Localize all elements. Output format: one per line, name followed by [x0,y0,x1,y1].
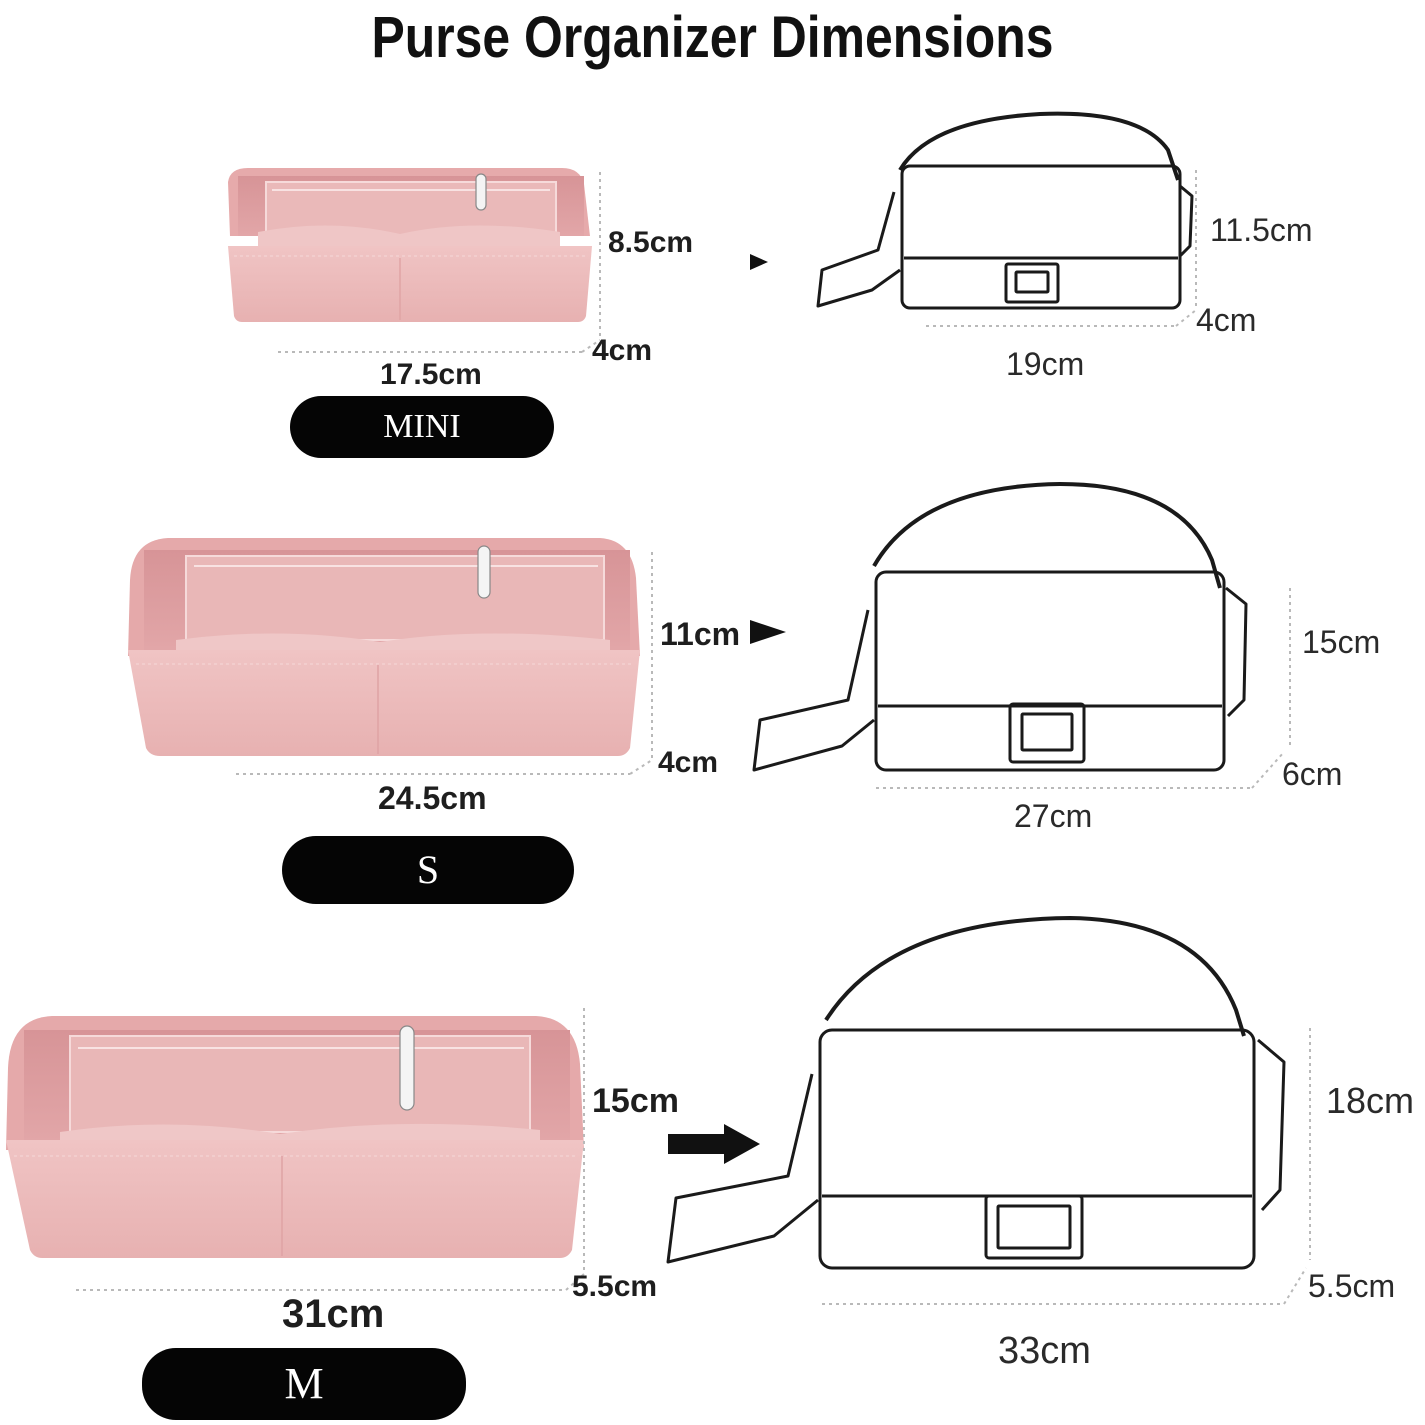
zipper-pull-icon [477,545,491,599]
organizer-s-length-label: 24.5cm [378,780,487,816]
organizer-mini-depth-label: 4cm [592,334,653,367]
organizer-mini-length-label: 17.5cm [380,358,482,391]
bag-s-sketch [752,482,1248,772]
bag-s-depth-label: 6cm [1282,756,1343,792]
size-badge-mini: MINI [290,396,554,458]
bag-mini-depth-label: 4cm [1196,302,1257,338]
bag-m-dimension-lines [822,1028,1311,1305]
organizer-s-dimension-lines [236,552,653,775]
organizer-s-image [128,538,640,756]
arrow-s-icon [750,620,786,644]
bag-mini-dimension-lines [926,170,1197,327]
bag-s-height-label: 15cm [1302,624,1381,660]
organizer-mini-height-label: 8.5cm [608,226,694,259]
organizer-m-dimension-lines [76,1008,585,1291]
bag-m-length-label: 33cm [998,1330,1091,1372]
organizer-m-image [6,1016,584,1258]
organizer-s-height-label: 11cm [660,616,741,652]
arrow-mini-icon [750,254,768,270]
bag-m-depth-label: 5.5cm [1308,1268,1396,1304]
organizer-mini-dimension-lines [278,172,601,353]
zipper-pull-icon [475,173,487,211]
size-badge-m: M [142,1348,466,1420]
organizer-mini-image [228,168,592,322]
bag-s-dimension-lines [876,588,1291,789]
organizer-m-depth-label: 5.5cm [572,1270,658,1303]
bag-m-height-label: 18cm [1326,1080,1415,1121]
size-badge-s: S [282,836,574,904]
bag-mini-sketch [816,111,1194,310]
bag-s-length-label: 27cm [1014,798,1093,834]
organizer-m-length-label: 31cm [282,1292,385,1336]
arrow-m-icon [668,1124,760,1164]
bag-mini-length-label: 19cm [1006,346,1085,382]
zipper-pull-icon [399,1025,415,1111]
bag-mini-height-label: 11.5cm [1210,212,1313,248]
page-title: Purse Organizer Dimensions [371,5,1054,70]
bag-m-sketch [666,916,1286,1270]
organizer-m-height-label: 15cm [592,1082,679,1120]
organizer-s-depth-label: 4cm [658,746,719,779]
